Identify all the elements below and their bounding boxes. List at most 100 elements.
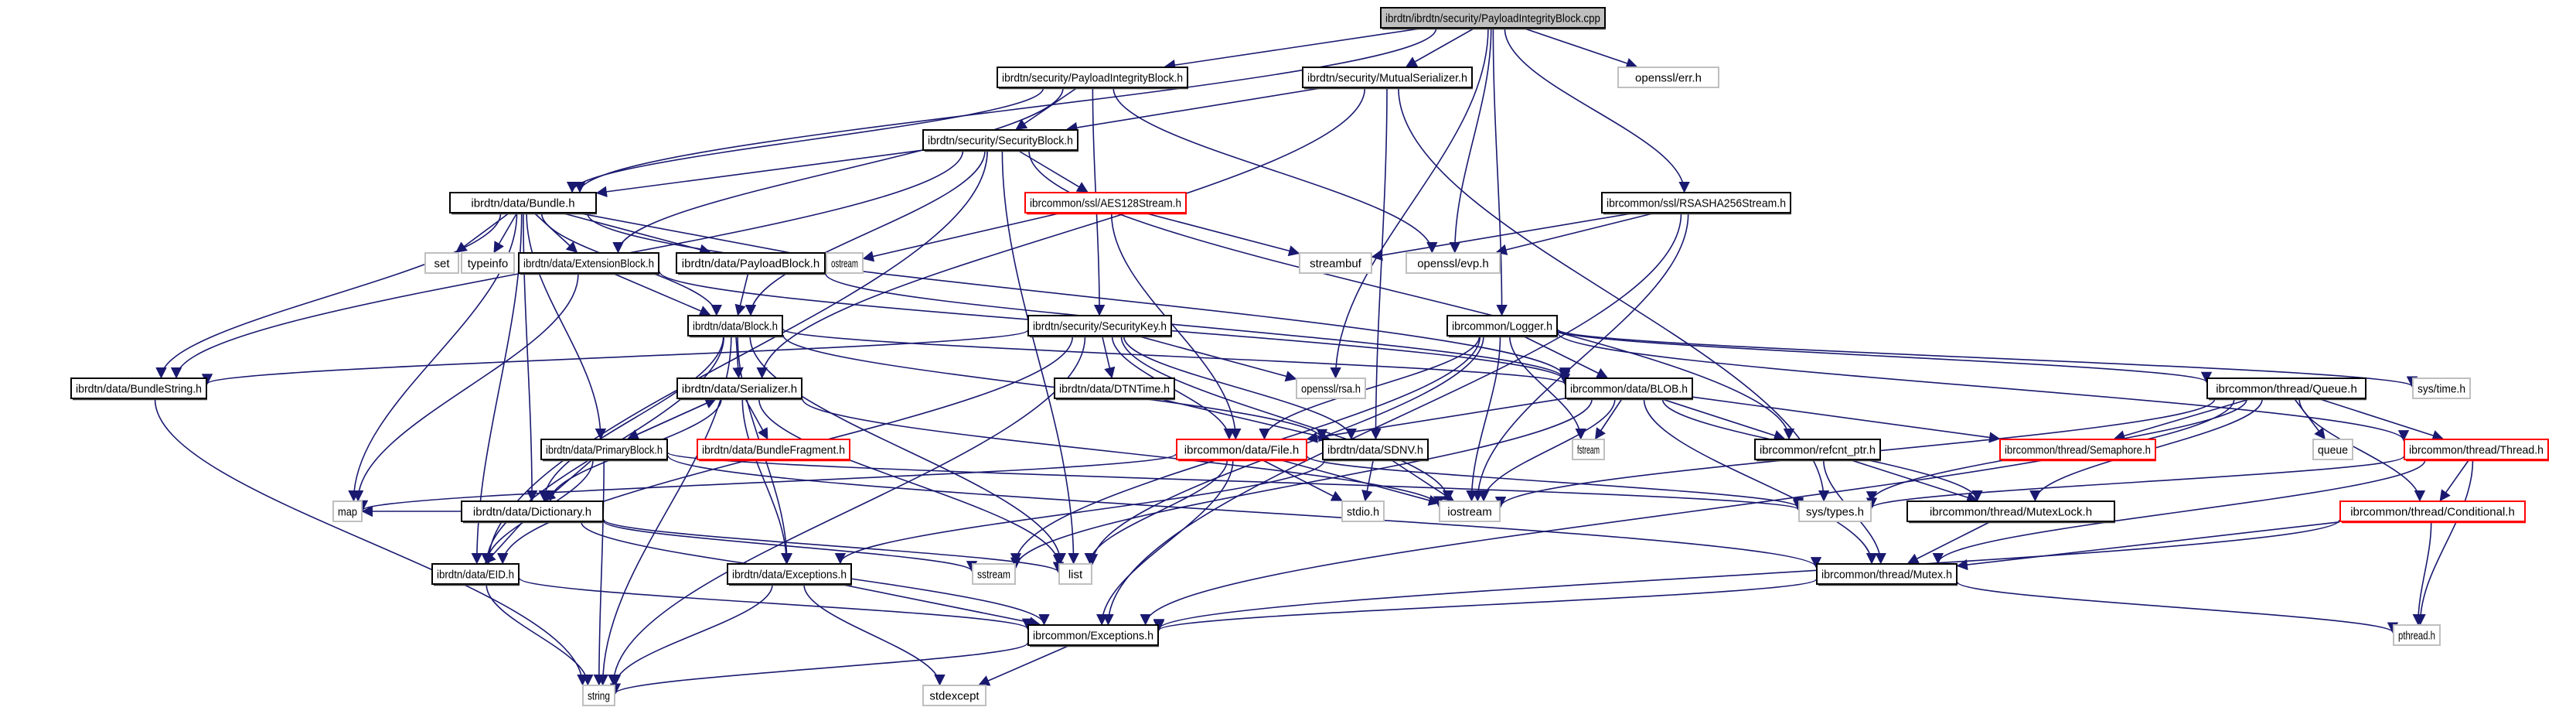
node-semaphore[interactable]: ibrcommon/thread/Semaphore.h <box>1999 439 2156 462</box>
edge-bundle-to-primary <box>526 213 607 440</box>
edge-dtntime-to-sdnv <box>1160 398 1331 442</box>
node-box <box>1446 315 1558 337</box>
node-box <box>332 500 363 522</box>
node-primary[interactable]: ibrdtn/data/PrimaryBlock.h <box>540 439 668 462</box>
node-box <box>1322 439 1429 460</box>
node-root[interactable]: ibrdtn/ibrdtn/security/PayloadIntegrityB… <box>1380 7 1606 30</box>
node-label: queue <box>2318 444 2348 457</box>
node-mutex[interactable]: ibrcommon/thread/Mutex.h <box>1816 563 1958 586</box>
node-box <box>2206 377 2366 399</box>
node-logger[interactable]: ibrcommon/Logger.h <box>1446 315 1558 338</box>
edge-extblock-to-block <box>613 273 711 316</box>
node-box <box>1302 67 1473 88</box>
node-label: iostream <box>1447 506 1492 519</box>
node-box <box>1054 377 1175 399</box>
node-secblock[interactable]: ibrdtn/security/SecurityBlock.h <box>922 129 1078 152</box>
node-label: ibrcommon/thread/MutexLock.h <box>1930 506 2092 519</box>
node-blob[interactable]: ibrcommon/data/BLOB.h <box>1565 377 1693 401</box>
edge-mutex-to-ibcexc <box>1153 579 1817 631</box>
node-box <box>1816 563 1958 585</box>
edge-aes-to-streambuf <box>1147 213 1300 257</box>
node-box <box>461 500 604 522</box>
node-eid[interactable]: ibrdtn/data/EID.h <box>431 563 520 586</box>
edge-conditional-to-ibcexc <box>1153 519 2340 630</box>
node-pthread: pthread.h <box>2393 624 2441 646</box>
node-label: set <box>434 258 450 271</box>
edge-root-to-err_h <box>1525 28 1638 69</box>
edge-primary-to-dict <box>543 459 592 501</box>
node-extblock[interactable]: ibrdtn/data/ExtensionBlock.h <box>518 252 659 275</box>
node-dtnexc[interactable]: ibrdtn/data/Exceptions.h <box>727 563 852 586</box>
edge-rsasha-to-iostream <box>1472 213 1689 502</box>
edge-logger-to-blob <box>1523 336 1608 378</box>
node-label: ostream <box>831 258 858 271</box>
node-dtntime[interactable]: ibrdtn/data/DTNTime.h <box>1054 377 1175 401</box>
edge-logger-to-thread <box>1557 332 2409 442</box>
node-box <box>1617 67 1719 88</box>
node-queue_h[interactable]: ibrcommon/thread/Queue.h <box>2206 377 2366 401</box>
edge-block-to-blob <box>782 328 1570 385</box>
node-label: ibrcommon/thread/Queue.h <box>2216 383 2357 396</box>
edge-file-to-iostream <box>1281 459 1440 506</box>
node-dict[interactable]: ibrdtn/data/Dictionary.h <box>461 500 604 524</box>
node-label: ibrdtn/data/DTNTime.h <box>1059 383 1170 396</box>
node-seckey[interactable]: ibrdtn/security/SecurityKey.h <box>1027 315 1172 338</box>
node-rsasha[interactable]: ibrcommon/ssl/RSASHA256Stream.h <box>1601 192 1791 215</box>
edge-blob-to-semaphore <box>1692 396 2001 443</box>
node-label: sstream <box>977 569 1010 582</box>
node-mutser[interactable]: ibrdtn/security/MutualSerializer.h <box>1302 67 1473 90</box>
edge-ibcexc-to-stdexcept <box>978 645 1069 686</box>
node-serializer[interactable]: ibrdtn/data/Serializer.h <box>676 377 802 401</box>
edge-seckey-to-bstring <box>202 330 1028 385</box>
edge-pib_h-to-bundle <box>567 87 1044 193</box>
edge-file-to-list <box>1084 459 1228 565</box>
node-label: ibrcommon/thread/Conditional.h <box>2350 506 2515 519</box>
node-box <box>2393 624 2441 646</box>
node-mutexlock[interactable]: ibrcommon/thread/MutexLock.h <box>1906 500 2115 524</box>
node-label: ibrcommon/data/File.h <box>1184 444 1299 457</box>
node-refcnt[interactable]: ibrcommon/refcnt_ptr.h <box>1754 439 1881 462</box>
node-label: ibrcommon/thread/Mutex.h <box>1821 569 1952 582</box>
edge-serializer-to-list <box>758 398 1065 566</box>
node-box <box>1027 315 1172 337</box>
edge-mutex-to-pthread <box>1957 581 2398 634</box>
node-label: sys/time.h <box>2418 383 2465 396</box>
edge-pib_h-to-secblock <box>1015 87 1077 130</box>
node-label: ibrcommon/data/BLOB.h <box>1570 383 1688 396</box>
node-label: ibrdtn/security/SecurityKey.h <box>1033 320 1167 333</box>
edge-file-to-stdio <box>1262 459 1343 501</box>
edge-root-to-rsa <box>1330 28 1489 379</box>
node-label: ibrdtn/data/BundleString.h <box>76 383 202 396</box>
edge-sdnv-to-iostream <box>1391 459 1454 501</box>
edge-seckey-to-rsa <box>1139 336 1297 382</box>
node-file[interactable]: ibrcommon/data/File.h <box>1176 439 1307 462</box>
node-string: string <box>582 685 615 706</box>
node-label: stdio.h <box>1347 506 1379 519</box>
node-box <box>461 252 515 274</box>
node-label: ibrdtn/security/PayloadIntegrityBlock.h <box>1002 72 1183 85</box>
edge-dtnexc-to-string <box>609 584 773 686</box>
node-aes[interactable]: ibrcommon/ssl/AES128Stream.h <box>1024 192 1187 215</box>
edge-conditional-to-mutex <box>1956 521 2340 571</box>
node-label: ibrcommon/ssl/AES128Stream.h <box>1030 197 1181 210</box>
node-bstring[interactable]: ibrdtn/data/BundleString.h <box>70 377 207 401</box>
node-sdnv[interactable]: ibrdtn/data/SDNV.h <box>1322 439 1429 462</box>
edge-bstring-to-string <box>154 398 588 686</box>
node-ibcexc[interactable]: ibrcommon/Exceptions.h <box>1027 624 1159 647</box>
node-box <box>697 439 850 460</box>
edge-blob-to-file <box>1306 398 1566 443</box>
node-conditional[interactable]: ibrcommon/thread/Conditional.h <box>2339 500 2526 524</box>
node-payblock[interactable]: ibrdtn/data/PayloadBlock.h <box>676 252 826 275</box>
node-bundle[interactable]: ibrdtn/data/Bundle.h <box>449 192 597 215</box>
node-label: openssl/err.h <box>1635 72 1702 85</box>
node-pib_h[interactable]: ibrdtn/security/PayloadIntegrityBlock.h <box>997 67 1188 90</box>
node-box <box>1798 500 1872 522</box>
node-label: ibrdtn/data/PrimaryBlock.h <box>546 444 663 457</box>
node-fragment[interactable]: ibrdtn/data/BundleFragment.h <box>697 439 850 462</box>
node-block[interactable]: ibrdtn/data/Block.h <box>687 315 783 338</box>
node-box <box>727 563 852 585</box>
node-label: openssl/evp.h <box>1417 258 1489 271</box>
node-thread[interactable]: ibrcommon/thread/Thread.h <box>2404 439 2549 462</box>
node-label: openssl/rsa.h <box>1301 383 1361 396</box>
edge-queue_h-to-queue <box>2294 398 2326 440</box>
